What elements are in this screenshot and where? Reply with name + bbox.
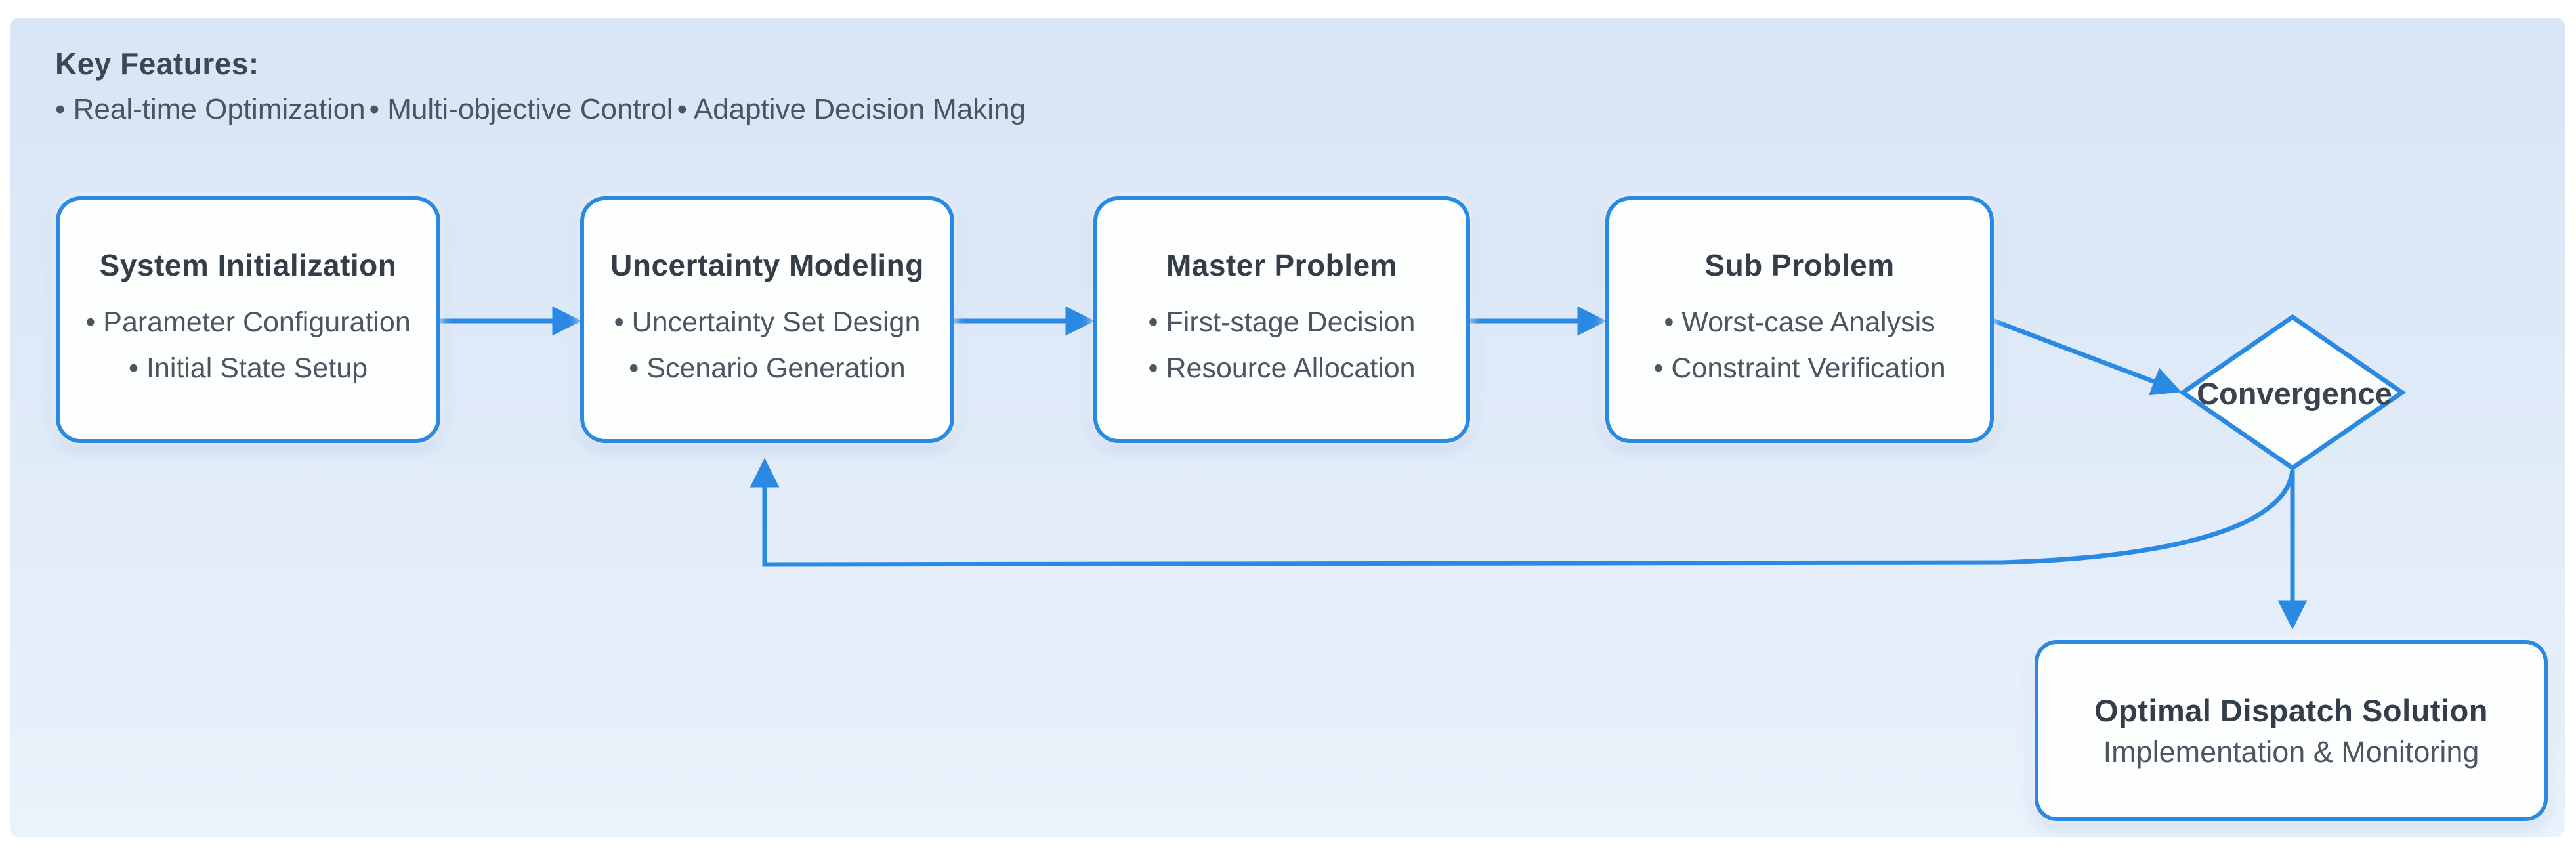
key-features-list: • Real-time Optimization • Multi-objecti…: [55, 93, 1026, 126]
node-bullet: • Scenario Generation: [629, 352, 906, 384]
convergence-decision-label: Convergence: [2197, 376, 2392, 411]
node-title: Sub Problem: [1704, 248, 1895, 283]
node-bullet: • Worst-case Analysis: [1664, 307, 1935, 339]
node-bullet: • Parameter Configuration: [85, 307, 411, 339]
flow-node-system-initialization: System Initialization • Parameter Config…: [56, 196, 440, 443]
feedback-arrow-convergence-to-uncertainty: [750, 457, 2295, 567]
flow-node-uncertainty-modeling: Uncertainty Modeling • Uncertainty Set D…: [580, 196, 954, 443]
flow-node-optimal-dispatch-solution: Optimal Dispatch Solution Implementation…: [2035, 640, 2548, 821]
key-features-heading: Key Features:: [55, 47, 259, 81]
result-subtitle: Implementation & Monitoring: [2103, 734, 2480, 769]
node-bullet: • Resource Allocation: [1148, 352, 1416, 384]
arrow-sub-to-convergence: [1991, 318, 2182, 396]
node-title: Uncertainty Modeling: [610, 248, 924, 283]
key-feature-item: • Real-time Optimization: [55, 93, 366, 125]
result-title: Optimal Dispatch Solution: [2094, 692, 2489, 728]
key-feature-item: • Multi-objective Control: [369, 93, 673, 125]
node-bullet: • Uncertainty Set Design: [614, 307, 921, 339]
node-title: Master Problem: [1166, 248, 1398, 283]
node-bullet: • Initial State Setup: [128, 352, 368, 384]
node-title: System Initialization: [99, 248, 397, 283]
node-bullet: • Constraint Verification: [1653, 352, 1946, 384]
flow-node-sub-problem: Sub Problem • Worst-case Analysis • Cons…: [1605, 196, 1994, 443]
key-feature-item: • Adaptive Decision Making: [677, 93, 1026, 125]
flow-node-master-problem: Master Problem • First-stage Decision • …: [1093, 196, 1470, 443]
node-bullet: • First-stage Decision: [1148, 307, 1416, 339]
convergence-diamond-shape: [2178, 314, 2407, 471]
